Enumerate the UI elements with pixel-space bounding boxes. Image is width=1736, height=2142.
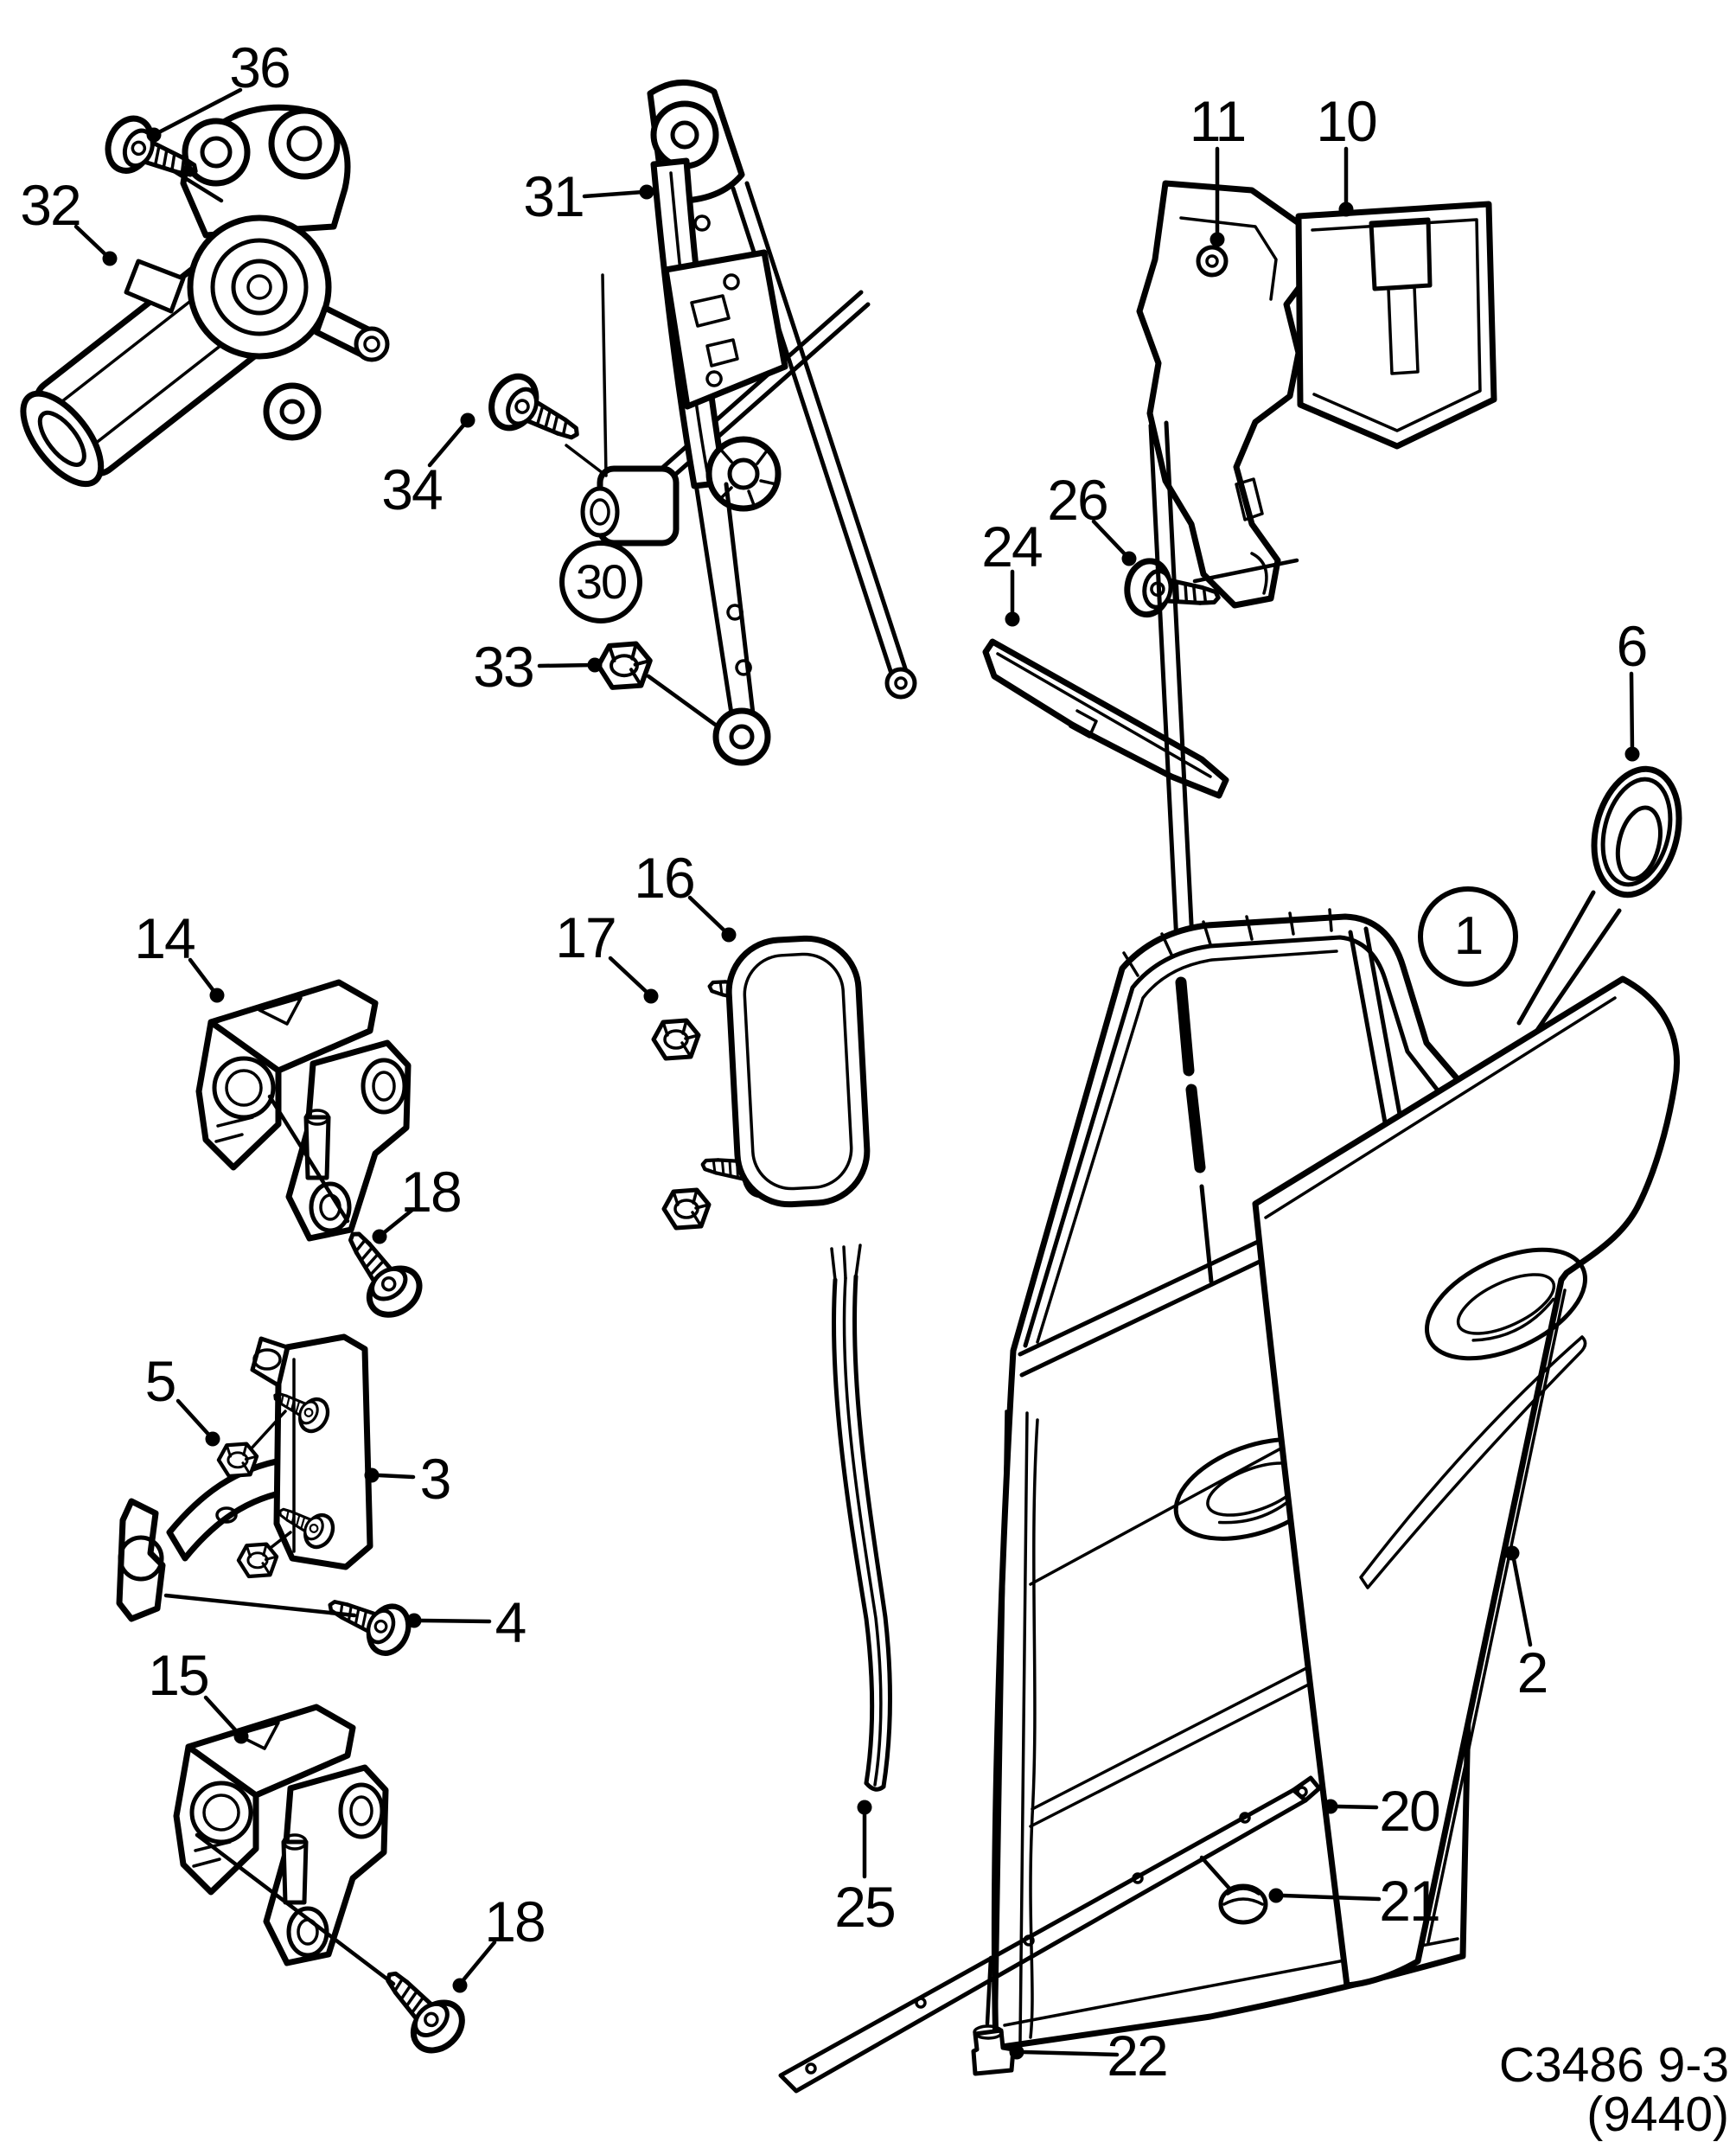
callout-34: 34: [381, 457, 443, 521]
screw-18-upper-drawing: [267, 1094, 428, 1324]
diagram-line-art: [20, 80, 1682, 2094]
callout-25: 25: [834, 1875, 896, 1939]
screw-18-lower-drawing: [195, 1832, 471, 2060]
callout-2: 2: [1516, 1640, 1549, 1704]
part-11-trim-panel-drawing: [1136, 180, 1311, 609]
callout-3: 3: [419, 1447, 452, 1511]
part-14-door-hinge-drawing: [195, 979, 412, 1242]
screw-36-drawing: [100, 112, 224, 203]
callout-21: 21: [1379, 1869, 1440, 1933]
diagram-code-caption: C3486 9-3 (9440): [1498, 2037, 1729, 2142]
callout-36: 36: [229, 35, 290, 99]
callout-20: 20: [1379, 1779, 1440, 1843]
part-3-door-check-drawing: [116, 1333, 373, 1622]
leader-lines: [73, 87, 1640, 2060]
part-15-door-hinge-drawing: [176, 1707, 386, 1963]
screw-4-drawing: [321, 1583, 416, 1659]
nut-33-drawing: [598, 643, 720, 729]
callout-22: 22: [1107, 2024, 1168, 2088]
part-24-sealing-strip-drawing: [982, 638, 1229, 799]
part-31-window-regulator-drawing: [580, 80, 917, 766]
callout-33: 33: [473, 635, 534, 699]
callout-32: 32: [20, 173, 81, 237]
parts-diagram-page: { "diagram": { "caption": "C3486 9-3 (94…: [20, 35, 1729, 2139]
callout-17: 17: [555, 905, 616, 969]
callout-10: 10: [1316, 89, 1377, 153]
callout-5: 5: [144, 1349, 177, 1413]
glass-channel-guide-lines: [1148, 420, 1196, 962]
callout-26: 26: [1047, 468, 1108, 532]
callout-18-upper: 18: [400, 1160, 462, 1224]
part-6-grommet-drawing: [1516, 765, 1682, 1040]
part-2-outer-door-panel-drawing: [1252, 975, 1680, 1989]
callout-14: 14: [134, 906, 195, 970]
callout-30-circled: 30: [559, 540, 642, 623]
callout-11: 11: [1189, 89, 1248, 153]
clip-21-drawing: [1199, 1855, 1268, 1925]
part-20-trim-strip-drawing: [778, 1775, 1322, 2094]
callout-31: 31: [523, 164, 584, 228]
callout-24: 24: [981, 515, 1043, 579]
callout-15: 15: [148, 1643, 209, 1707]
callout-6: 6: [1616, 614, 1649, 678]
clip-22-drawing: [971, 1955, 1016, 2076]
callout-4: 4: [495, 1590, 527, 1654]
part-10-trim-panel-drawing: [1295, 201, 1497, 450]
screw-26-drawing: [1124, 559, 1299, 624]
part-32-window-motor-drawing: [20, 104, 390, 488]
callout-16: 16: [634, 846, 695, 910]
nut-17-drawing: [654, 1020, 699, 1058]
screw-34-drawing: [483, 273, 608, 477]
nut-17b-drawing: [664, 1190, 709, 1228]
part-16-bracket-drawing: [654, 935, 871, 1228]
part-25-glass-run-channel-drawing: [830, 1244, 892, 1792]
callout-18-lower: 18: [484, 1889, 546, 1953]
callout-1-circled: 1: [1418, 886, 1518, 987]
